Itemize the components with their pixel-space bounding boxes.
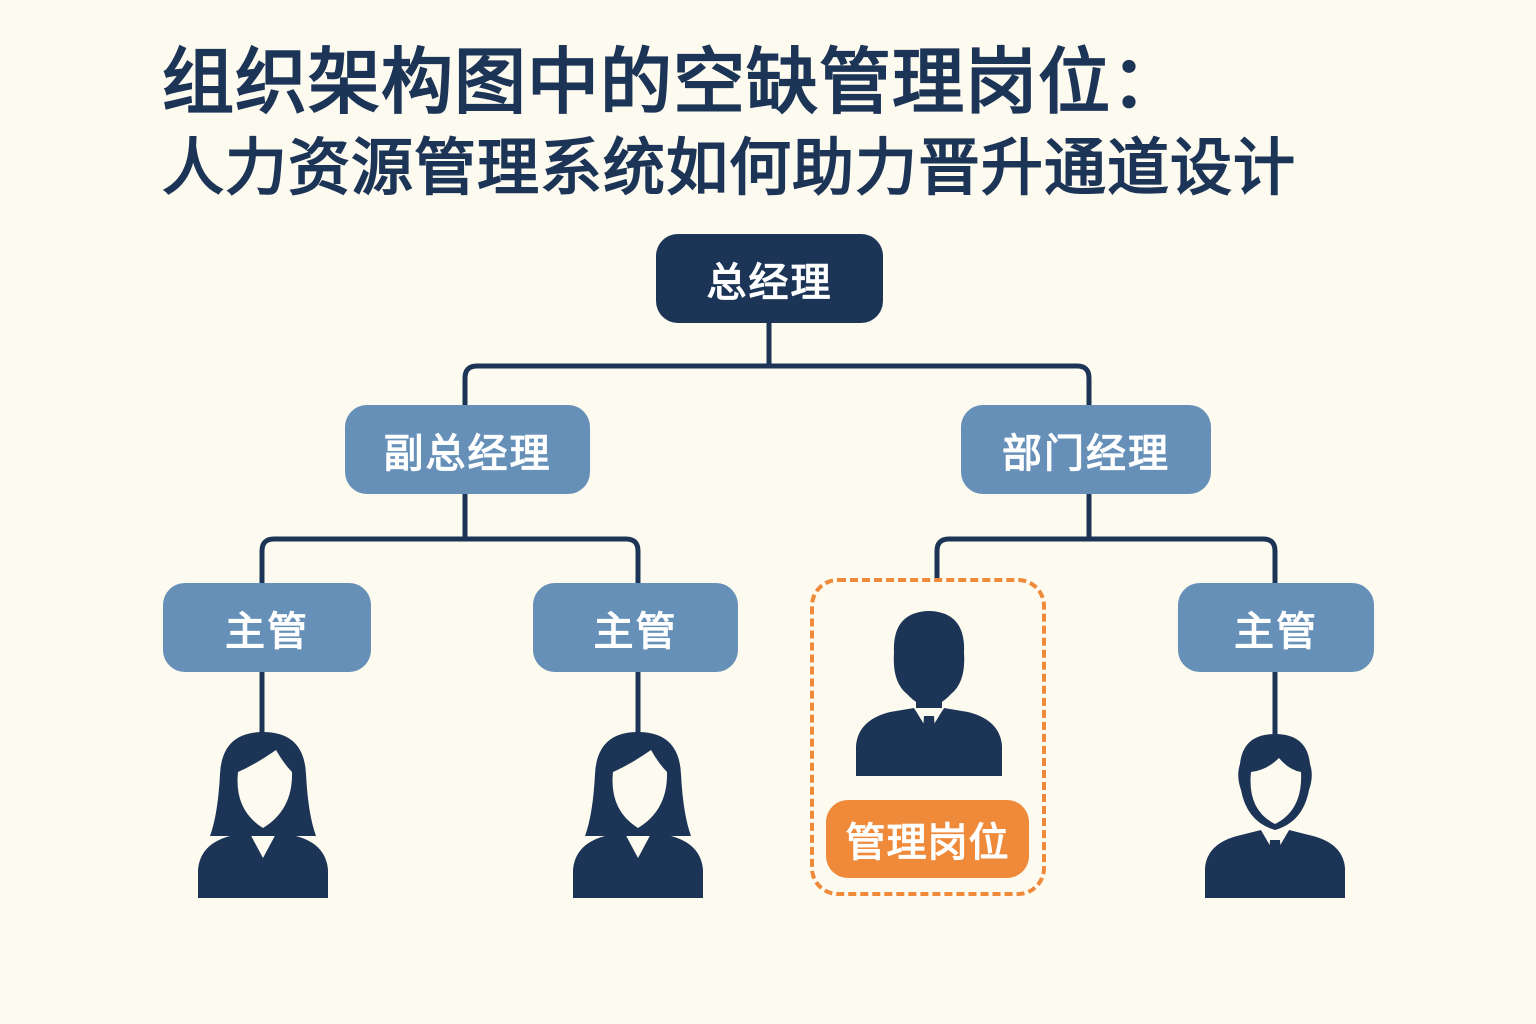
connector-level-1	[462, 363, 1092, 405]
supervisor-node-1: 主管	[163, 583, 371, 672]
man-avatar-icon	[1205, 734, 1345, 898]
woman-avatar-icon	[198, 732, 328, 898]
title-line-1: 组织架构图中的空缺管理岗位：	[162, 40, 1185, 124]
vacant-position-box	[810, 578, 1046, 896]
dept-manager-node: 部门经理	[961, 405, 1211, 494]
ceo-node: 总经理	[656, 234, 883, 323]
woman-avatar-icon	[573, 732, 703, 898]
connector-manager-branch	[934, 536, 1278, 583]
vacant-position-label: 管理岗位	[826, 800, 1029, 878]
connector-deputy-branch	[259, 536, 641, 583]
supervisor-node-3: 主管	[1178, 583, 1374, 672]
title-line-2: 人力资源管理系统如何助力晋升通道设计	[162, 131, 1297, 204]
supervisor-node-2: 主管	[533, 583, 738, 672]
deputy-gm-node: 副总经理	[345, 405, 590, 494]
man-avatar-icon	[856, 611, 1002, 776]
